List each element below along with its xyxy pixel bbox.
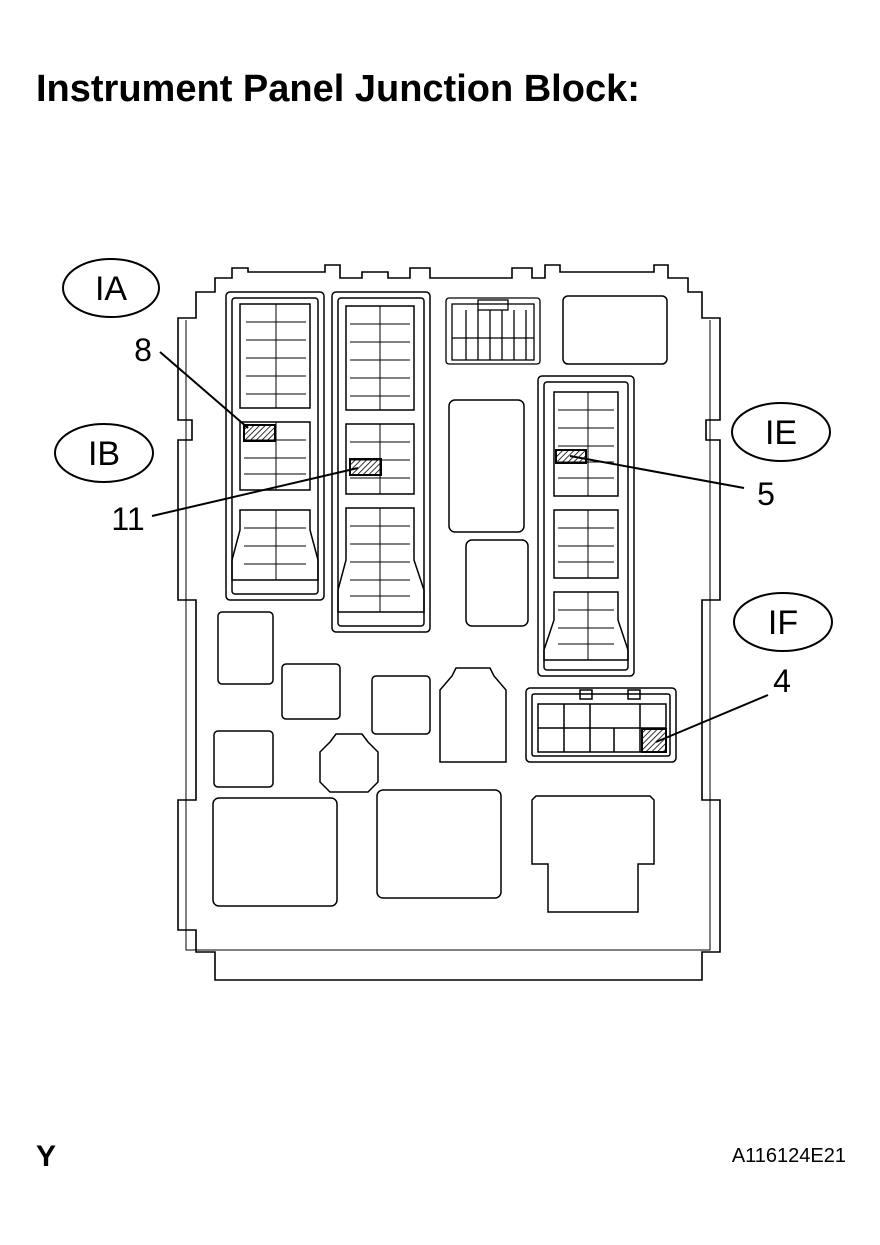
pin-ia-8-highlight [243, 424, 276, 442]
svg-text:4: 4 [773, 663, 791, 699]
callout-ie-pin-5: 5 [569, 455, 775, 512]
svg-text:IF: IF [768, 604, 798, 642]
callout-if-pin-4: 4 [655, 663, 791, 743]
callout-ib-pin-11: 11 [111, 467, 359, 537]
connector-ie-grid [558, 392, 614, 660]
connector-ia-ib-housing [225, 291, 325, 601]
svg-text:8: 8 [134, 332, 152, 368]
connector-if-housing [525, 687, 677, 763]
pin-ib-11-highlight [349, 458, 382, 476]
pin-if-4-highlight [641, 728, 667, 753]
connector-top-small [445, 297, 541, 365]
connector-label-ib: IB [54, 423, 154, 483]
connector-label-if: IF [733, 592, 833, 652]
junction-block-inner-outline [185, 320, 711, 951]
svg-text:IE: IE [765, 414, 797, 452]
figure-id: A116124E21 [731, 1145, 846, 1167]
junction-block-housing [177, 264, 721, 981]
fuse-relay-blocks [212, 295, 668, 913]
svg-text:IB: IB [88, 435, 120, 473]
callout-ia-pin-8: 8 [134, 332, 249, 429]
svg-text:IA: IA [95, 270, 127, 308]
connector-ie-housing [537, 375, 635, 677]
connector-label-ia: IA [62, 258, 160, 318]
connector-label-ie: IE [731, 402, 831, 462]
svg-text:11: 11 [111, 501, 144, 537]
page-title: Instrument Panel Junction Block: [36, 68, 640, 110]
svg-text:5: 5 [757, 476, 775, 512]
footer-code-left: Y [36, 1140, 57, 1173]
